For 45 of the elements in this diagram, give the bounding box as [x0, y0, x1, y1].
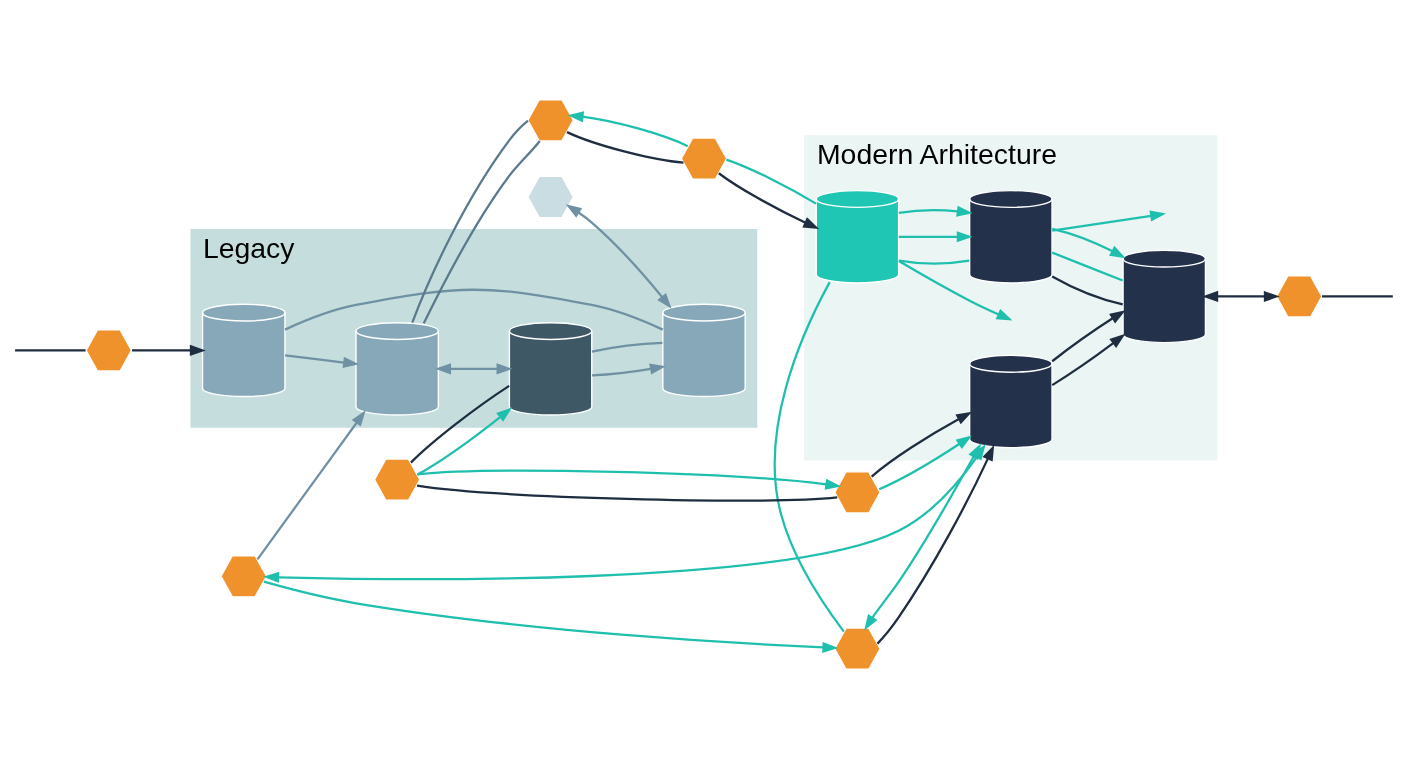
- connector: [566, 130, 684, 164]
- arrow: [417, 469, 842, 490]
- connector: [411, 119, 529, 323]
- arrow: [256, 409, 366, 560]
- arrow: [591, 363, 666, 377]
- connector: [416, 484, 838, 502]
- node-hexagon: [680, 136, 728, 180]
- arrow: [898, 230, 973, 242]
- connector: [725, 158, 817, 205]
- arrow: [565, 203, 672, 309]
- node-hexagon: [373, 457, 421, 501]
- arrow: [435, 362, 513, 374]
- node-hexagon: [1275, 274, 1323, 318]
- arrow: [718, 171, 820, 229]
- arrow: [870, 411, 973, 477]
- connector: [422, 139, 541, 324]
- arrow: [898, 205, 973, 217]
- node-hexagon: [220, 554, 268, 598]
- arrow: [1051, 227, 1126, 258]
- arrow: [1051, 333, 1126, 386]
- node-hexagon: [85, 328, 133, 372]
- connector: [591, 341, 663, 353]
- node-hexagon: [833, 626, 881, 670]
- connector: [15, 348, 86, 352]
- node-hexagon: [527, 98, 575, 142]
- arrow: [567, 110, 689, 147]
- connector: [773, 281, 845, 632]
- node-hexagon: [527, 175, 575, 218]
- arrow: [132, 344, 206, 356]
- arrow: [1202, 290, 1280, 302]
- connector: [1322, 294, 1393, 298]
- connector: [1051, 251, 1124, 282]
- connector: [410, 384, 510, 463]
- connector: [1051, 274, 1123, 305]
- arrow: [1052, 209, 1167, 232]
- connector: [284, 288, 664, 331]
- arrow: [1051, 309, 1126, 362]
- arrow: [417, 406, 513, 475]
- arrow: [285, 353, 359, 368]
- arrow: [898, 259, 1013, 320]
- connector: [898, 258, 970, 265]
- arrow: [263, 580, 839, 653]
- node-hexagon: [833, 470, 881, 514]
- arrow: [878, 434, 972, 490]
- arrow: [864, 442, 982, 631]
